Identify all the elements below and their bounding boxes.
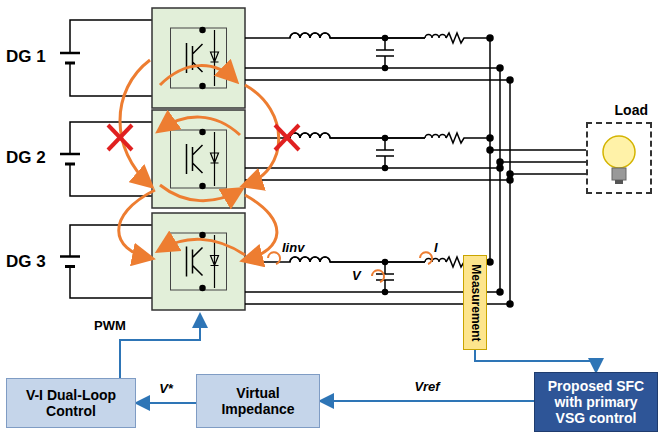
measurement-box: Measurement: [463, 255, 487, 350]
edge-label: V*: [157, 381, 175, 396]
signal-label: I: [434, 240, 438, 255]
node-text: Load: [615, 102, 648, 118]
signal-label: V: [352, 268, 361, 283]
signal-label: Iinv: [282, 240, 304, 255]
node-text: Virtual Impedance: [203, 385, 313, 417]
unit-label: DG 3: [6, 252, 46, 272]
signal-arrow: [320, 400, 534, 402]
node-text: Proposed SFC with primary VSG control: [541, 378, 651, 426]
impedance-box: Virtual Impedance: [196, 374, 320, 428]
control-box: V-I Dual-Loop Control: [6, 378, 136, 428]
node-text: Measurement: [468, 264, 482, 341]
edge-label: Vref: [412, 379, 441, 394]
unit-label: DG 2: [6, 148, 46, 168]
signal-label: PWM: [94, 318, 126, 333]
controller-box: Proposed SFC with primary VSG control: [534, 372, 658, 432]
unit-label: DG 1: [6, 47, 46, 67]
load-box: Load: [586, 122, 652, 194]
signal-arrow: [475, 350, 596, 372]
node-text: V-I Dual-Loop Control: [13, 387, 129, 419]
bulb-icon: [588, 124, 650, 192]
signal-arrow: [136, 402, 196, 404]
